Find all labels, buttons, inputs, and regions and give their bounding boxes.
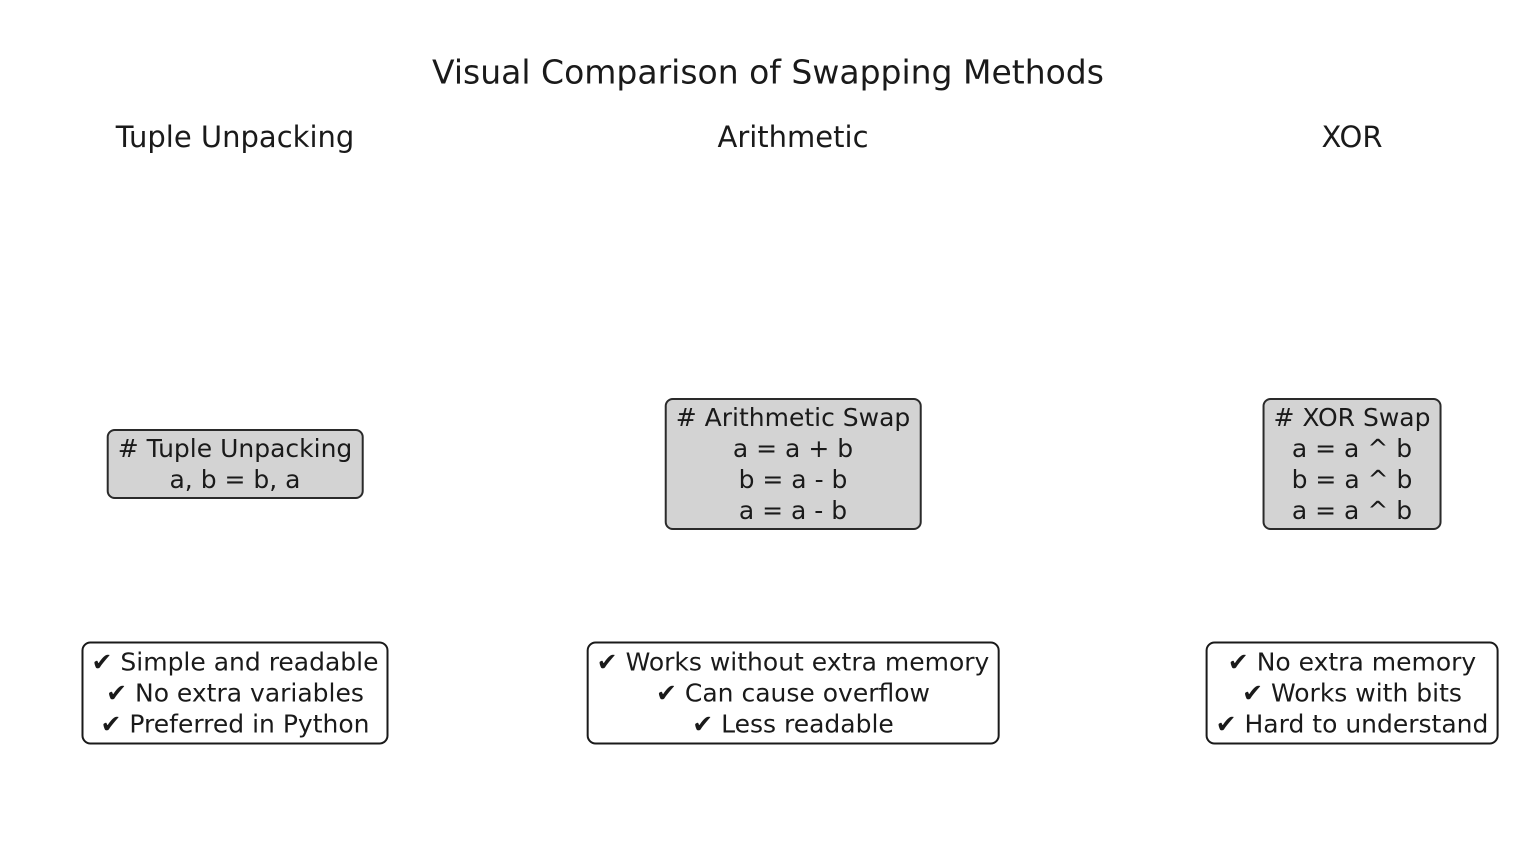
note-line: ✔ Hard to understand [1216, 709, 1489, 740]
column-header-xor: XOR [1321, 120, 1383, 154]
code-line: a = a ^ b [1291, 496, 1413, 525]
note-line: ✔ Preferred in Python [91, 709, 378, 740]
code-line: b = a ^ b [1291, 465, 1413, 494]
notes-box-arithmetic: ✔ Works without extra memory✔ Can cause … [586, 641, 1000, 745]
notes-box-xor: ✔ No extra memory✔ Works with bits✔ Hard… [1205, 641, 1499, 745]
code-line: a, b = b, a [169, 465, 301, 494]
column-header-arithmetic: Arithmetic [717, 120, 869, 154]
column-header-tuple-unpacking: Tuple Unpacking [115, 120, 355, 154]
note-text: No extra variables [134, 678, 364, 708]
code-line: # Tuple Unpacking [117, 434, 353, 463]
check-icon: ✔ [1215, 709, 1245, 739]
code-line: # XOR Swap [1273, 403, 1431, 432]
note-line: ✔ Works with bits [1216, 678, 1489, 709]
code-line: b = a - b [738, 465, 848, 494]
check-icon: ✔ [1227, 647, 1257, 677]
code-line: a = a + b [732, 434, 854, 463]
page-title: Visual Comparison of Swapping Methods [432, 52, 1104, 92]
note-line: ✔ Simple and readable [91, 647, 378, 678]
code-line: a = a - b [738, 496, 848, 525]
code-line: a = a ^ b [1291, 434, 1413, 463]
note-line: ✔ No extra variables [91, 678, 378, 709]
note-line: ✔ Less readable [597, 709, 990, 740]
check-icon: ✔ [106, 678, 135, 708]
check-icon: ✔ [596, 647, 626, 677]
note-text: Less readable [721, 709, 894, 739]
check-icon: ✔ [1242, 678, 1271, 708]
note-line: ✔ Can cause overflow [597, 678, 990, 709]
note-text: Hard to understand [1244, 709, 1489, 739]
note-line: ✔ No extra memory [1216, 647, 1489, 678]
check-icon: ✔ [91, 647, 121, 677]
note-text: Simple and readable [120, 647, 379, 677]
note-text: Works without extra memory [625, 647, 990, 677]
check-icon: ✔ [100, 709, 130, 739]
note-text: Preferred in Python [129, 709, 370, 739]
check-icon: ✔ [656, 678, 685, 708]
note-text: No extra memory [1256, 647, 1477, 677]
check-icon: ✔ [692, 709, 722, 739]
note-text: Can cause overflow [684, 678, 930, 708]
code-line: # Arithmetic Swap [675, 403, 911, 432]
notes-box-tuple-unpacking: ✔ Simple and readable✔ No extra variable… [81, 641, 389, 745]
note-text: Works with bits [1271, 678, 1462, 708]
note-line: ✔ Works without extra memory [597, 647, 990, 678]
